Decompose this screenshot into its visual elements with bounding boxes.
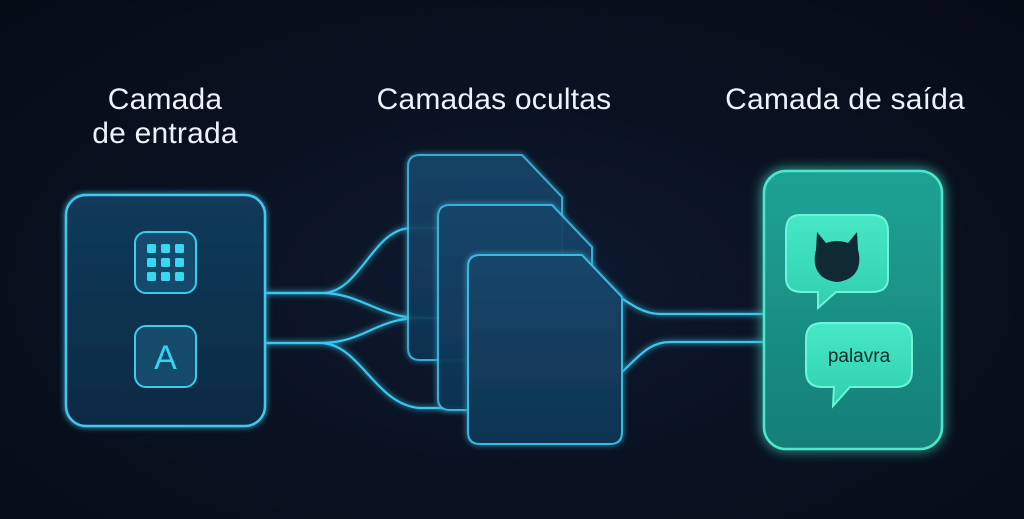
connection-line (621, 340, 765, 373)
output-layer-title: Camada de saída (725, 83, 965, 116)
input-layer-title-line1: Camada (107, 83, 223, 116)
connection-line (266, 316, 421, 345)
input-layer-title: Camada de entrada (60, 83, 270, 151)
cat-icon (814, 232, 860, 282)
connection-line (266, 341, 470, 410)
input-layer-box: A (64, 193, 267, 428)
palavra-bubble: palavra (805, 322, 913, 409)
input-layer-title-line2: de entrada (92, 117, 238, 150)
hidden-layer-cards (407, 154, 623, 445)
letter-a-text: A (154, 339, 177, 377)
grid-icon (134, 231, 197, 294)
hidden-layer-card (467, 254, 623, 445)
hidden-layers-title: Camadas ocultas (376, 83, 612, 116)
cat-bubble (785, 214, 889, 311)
palavra-text: palavra (828, 346, 891, 367)
letter-a-icon: A (134, 325, 197, 388)
output-layer-box: palavra (762, 169, 944, 451)
